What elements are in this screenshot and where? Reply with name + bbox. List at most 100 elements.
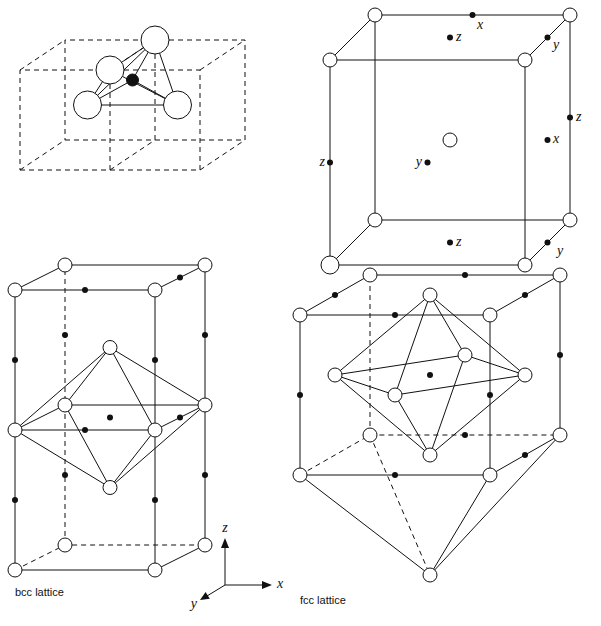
lattice-atom-part <box>458 348 472 362</box>
lattice-atom <box>8 258 212 577</box>
lattice-atom-part <box>58 538 72 552</box>
lattice-atom-part <box>483 308 497 322</box>
lattice-atom-part <box>198 258 212 272</box>
tetrahedral-cell-edges-part <box>155 40 156 140</box>
octahedral-site-part <box>447 240 453 246</box>
axis-arrows <box>207 545 265 596</box>
lattice-atom-part <box>8 283 22 297</box>
bcc-hidden-edges <box>15 265 205 570</box>
octahedral-site-part <box>470 12 476 18</box>
axis-arrowheads-part <box>200 592 210 600</box>
fcc-lattice-edges-part <box>300 275 560 475</box>
octahedral-site-part <box>392 312 398 318</box>
octahedral-site-part <box>202 332 208 338</box>
octahedral-site-part <box>152 357 158 363</box>
octahedral-site-part <box>522 452 528 458</box>
octahedral-site-part <box>82 427 88 433</box>
fcc-octahedron-edges <box>300 295 560 575</box>
octahedral-site-part <box>425 160 431 166</box>
site-label: y <box>416 154 422 170</box>
octahedral-site-part <box>62 332 68 338</box>
interstitial-atom <box>127 74 139 86</box>
octahedral-site-part <box>297 392 303 398</box>
octahedral-site-part <box>12 497 18 503</box>
lattice-atom-part <box>388 388 402 402</box>
lattice-atom-part <box>8 563 22 577</box>
octahedral-site-part <box>545 35 551 41</box>
lattice-atom-part <box>148 563 162 577</box>
lattice-atom-part <box>368 8 382 22</box>
axis-label: x <box>277 576 283 592</box>
bcc-octahedron-edges-part <box>15 348 205 431</box>
lattice-atom-part <box>148 423 162 437</box>
octahedral-site-part <box>545 240 551 246</box>
octahedral-site-part <box>557 352 563 358</box>
lattice-atom-part <box>328 368 342 382</box>
lattice-atom-part <box>8 423 22 437</box>
lattice-atom-part <box>553 268 567 282</box>
bcc-octahedron-edges-part <box>15 405 205 488</box>
octahedral-site-part <box>177 275 183 281</box>
host-atom-part <box>74 91 102 119</box>
lattice-atom-part <box>58 258 72 272</box>
tetrahedral-cell-edges-part <box>65 40 245 140</box>
octahedral-site <box>12 275 208 504</box>
lattice-atom-part <box>293 468 307 482</box>
bcc-lattice-edges <box>15 265 205 570</box>
octahedral-site-part <box>567 115 573 121</box>
host-atom-part <box>96 56 124 84</box>
fcc-lattice-edges <box>300 275 560 475</box>
site-label: x <box>477 17 483 33</box>
octahedral-site-part <box>545 137 551 143</box>
fcc-lattice-edges-part <box>300 275 560 315</box>
site-label: z <box>456 29 461 45</box>
lattice-atom-part <box>423 448 437 462</box>
lattice-atom-part <box>321 256 339 274</box>
lattice-atom-part <box>423 568 437 582</box>
lattice-atom-part <box>148 283 162 297</box>
fcc-octahedron-edges-part <box>335 355 525 395</box>
figure-caption: fcc lattice <box>300 592 346 608</box>
lattice-atom <box>321 8 577 274</box>
bcc-lattice-edges-part <box>15 545 205 570</box>
octahedral-site-part <box>447 35 453 41</box>
bcc-cell-edges <box>330 15 570 265</box>
bcc-lattice-edges-part <box>15 265 205 570</box>
fcc-hidden-edges-part <box>370 435 430 575</box>
lattice-atom-part <box>563 213 577 227</box>
octahedral-site-part <box>462 272 468 278</box>
site-label: y <box>553 37 559 53</box>
axis-arrowheads-part <box>262 581 272 589</box>
octahedral-site-part <box>427 372 433 378</box>
tetrahedral-cell-edges-part <box>20 40 245 170</box>
octahedral-site <box>327 12 573 246</box>
lattice-atom-part <box>363 428 377 442</box>
octahedral-site-part <box>62 472 68 478</box>
octahedral-site-part <box>177 415 183 421</box>
lattice-atom-part <box>103 341 117 355</box>
fcc-octahedron-edges-part <box>335 295 525 395</box>
figure-caption: bcc lattice <box>15 584 64 600</box>
octahedral-site-part <box>487 392 493 398</box>
lattice-atom-part <box>198 398 212 412</box>
bcc-cell-edges-part <box>375 15 570 220</box>
site-label: x <box>553 131 559 147</box>
octahedral-site-part <box>392 472 398 478</box>
site-label: y <box>557 243 563 259</box>
axis-arrowheads-part <box>221 538 229 548</box>
lattice-atom-part <box>368 213 382 227</box>
lattice-atom-part <box>518 258 532 272</box>
lattice-atom-part <box>483 468 497 482</box>
bcc-octahedron-edges <box>15 348 205 488</box>
lattice-atom-part <box>443 133 457 147</box>
tetrahedral-cell-edges-part <box>20 70 200 170</box>
octahedral-site-part <box>12 357 18 363</box>
lattice-atom <box>293 268 567 582</box>
axis-arrowheads <box>200 538 272 600</box>
bcc-lattice-edges-part <box>15 265 205 290</box>
host-atom <box>74 26 192 119</box>
tetrahedral-cell-edges <box>20 40 245 170</box>
